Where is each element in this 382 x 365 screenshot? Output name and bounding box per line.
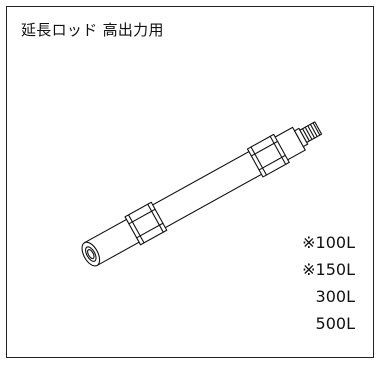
size-item: 300L xyxy=(315,287,355,306)
size-item: ※150L xyxy=(302,260,355,279)
product-title: 延長ロッド 高出力用 xyxy=(21,21,164,39)
size-list: ※100L ※150L 300L 500L xyxy=(302,229,355,337)
size-item: ※100L xyxy=(302,233,355,252)
size-item: 500L xyxy=(315,314,355,333)
extension-rod-icon xyxy=(81,121,323,267)
product-panel: 延長ロッド 高出力用 xyxy=(6,6,374,358)
